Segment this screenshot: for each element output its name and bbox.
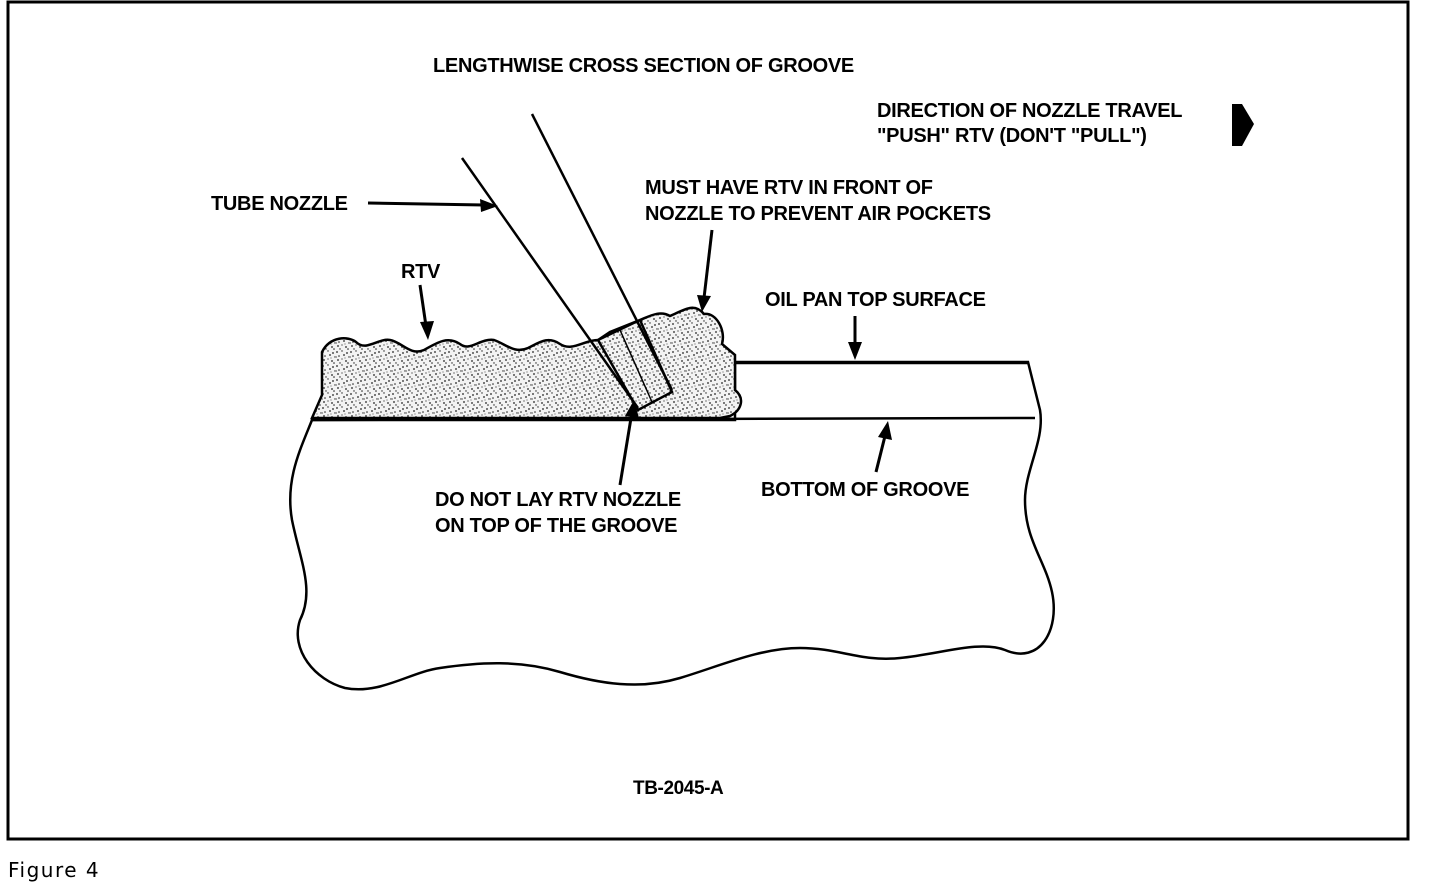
- nozzle-edge-left: [460, 157, 640, 409]
- leader-oil-pan-top: [848, 316, 862, 360]
- do-not-lay-label-1: DO NOT LAY RTV NOZZLE: [435, 489, 681, 511]
- figure-code: TB-2045-A: [633, 778, 724, 799]
- must-have-label-2: NOZZLE TO PREVENT AIR POCKETS: [645, 203, 991, 225]
- leader-bottom-of-groove: [874, 421, 892, 473]
- oil-pan-top-label: OIL PAN TOP SURFACE: [765, 289, 986, 311]
- rtv-label: RTV: [401, 261, 441, 283]
- direction-label-1: DIRECTION OF NOZZLE TRAVEL: [877, 100, 1182, 122]
- must-have-label-1: MUST HAVE RTV IN FRONT OF: [645, 177, 933, 199]
- leader-tube-nozzle: [367, 199, 498, 212]
- nozzle-inner-line: [619, 329, 653, 403]
- nozzle-edge-right: [530, 113, 674, 391]
- rtv-bead: [310, 306, 743, 420]
- direction-arrow-icon: [1232, 104, 1254, 146]
- leader-do-not-lay: [618, 400, 639, 486]
- direction-label-2: "PUSH" RTV (DON'T "PULL"): [877, 125, 1147, 147]
- leader-rtv: [418, 284, 434, 340]
- bottom-of-groove-label: BOTTOM OF GROOVE: [761, 479, 969, 501]
- figure-frame: [6, 0, 1410, 841]
- tube-nozzle-label: TUBE NOZZLE: [211, 193, 348, 215]
- figure-caption: Figure 4: [8, 858, 100, 882]
- oil-pan-body: [288, 360, 1055, 691]
- leader-must-have: [697, 229, 714, 312]
- figure-title: LENGTHWISE CROSS SECTION OF GROOVE: [433, 55, 854, 77]
- do-not-lay-label-2: ON TOP OF THE GROOVE: [435, 515, 677, 537]
